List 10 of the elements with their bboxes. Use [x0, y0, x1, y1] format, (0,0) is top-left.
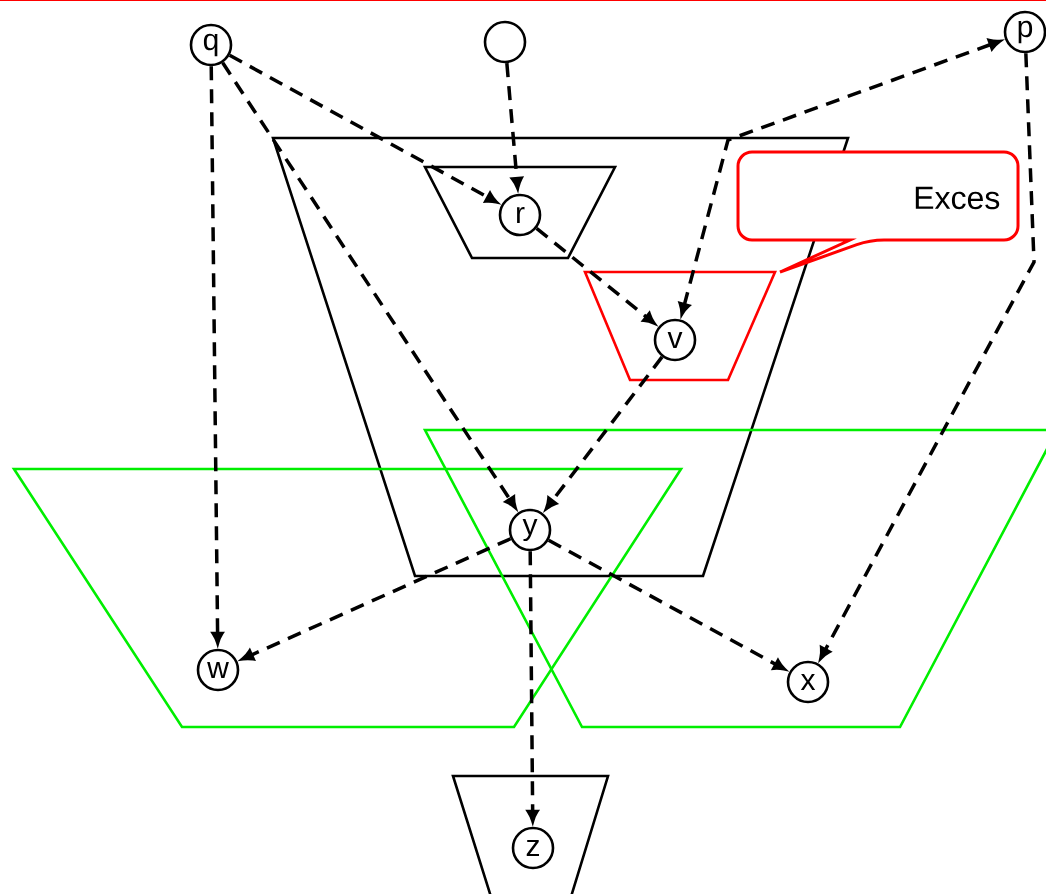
circle-node	[483, 20, 527, 64]
circle-node: q	[189, 23, 233, 67]
trapezoid	[451, 774, 610, 894]
circle-node: z	[511, 826, 555, 870]
circle-node: y	[508, 508, 552, 552]
trapezoid	[583, 270, 777, 382]
circle-node: w	[196, 648, 240, 692]
arrow	[535, 227, 656, 325]
circle-node: x	[786, 660, 830, 704]
circle-node: v	[653, 318, 697, 362]
